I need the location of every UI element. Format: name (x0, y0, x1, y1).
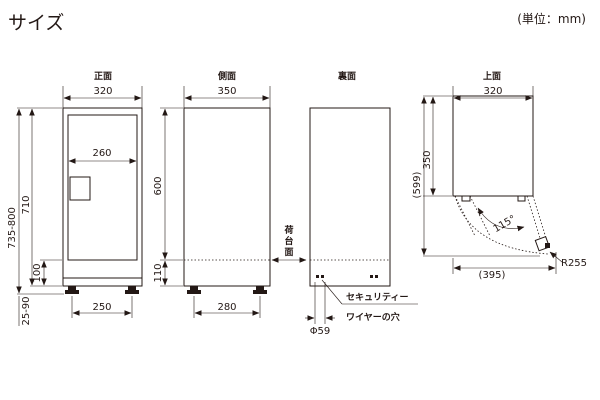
top-view: 上面 320 115° 350 (599) ( (412, 70, 587, 281)
page-title: サイズ (8, 12, 64, 34)
door-swing-arc (454, 195, 549, 255)
back-view: 裏面 荷 台 面 Φ59 セキュリティー セキュリティー ワイヤーの穴 (283, 70, 418, 337)
hole-diameter-label: Φ59 (310, 326, 331, 337)
side-leg-left (190, 286, 198, 290)
cargo-surface-char-3: 面 (284, 247, 293, 258)
front-view: 正面 320 260 250 735-800 (7, 71, 143, 326)
front-cabinet-body (62, 107, 143, 287)
radius-label: R255 (561, 258, 587, 269)
top-width-label: 320 (483, 86, 502, 97)
radius-leader (549, 251, 563, 263)
open-door-handle (534, 236, 551, 252)
front-shelf-height-label: 100 (32, 263, 43, 282)
angle-label: 115° (492, 214, 518, 236)
angle-arc (477, 207, 525, 232)
cargo-surface-char-2: 台 (284, 235, 293, 247)
front-leg-height-label: 25-90 (21, 296, 32, 325)
side-upper-height-label: 600 (153, 176, 164, 195)
side-leg-right (256, 286, 264, 290)
side-cabinet-body (183, 107, 271, 287)
side-lower-height-label: 110 (153, 263, 164, 282)
front-leg-right (128, 286, 136, 290)
security-note-leader (321, 279, 343, 305)
front-door-width-label: 260 (92, 148, 111, 159)
security-note-line-1-visible: セキュリティー (346, 292, 408, 303)
top-open-width-label: (395) (479, 270, 506, 281)
side-view-label: 側面 (217, 70, 236, 82)
security-hole-right (370, 275, 378, 278)
back-cabinet-body (309, 107, 391, 287)
front-foot-span-label: 250 (92, 302, 111, 313)
front-view-label: 正面 (94, 71, 112, 82)
top-open-depth-label: (599) (412, 171, 423, 198)
top-view-label: 上面 (483, 70, 501, 82)
security-hole-left (316, 275, 324, 278)
open-door-edge-right (532, 195, 547, 239)
back-view-label: 裏面 (337, 70, 356, 82)
side-foot-span-label: 280 (217, 302, 236, 313)
top-cabinet-body (452, 95, 534, 197)
front-lock-panel (69, 176, 91, 201)
security-note-line-2: ワイヤーの穴 (346, 311, 400, 323)
front-total-height-label: 735-800 (7, 207, 18, 249)
unit-note: (単位：mm) (517, 11, 586, 26)
front-body-height-label: 710 (21, 195, 32, 214)
top-hinge-left (461, 195, 471, 202)
top-depth-label: 350 (422, 150, 433, 169)
side-depth-label: 350 (217, 86, 236, 97)
side-view: 側面 350 280 600 110 (153, 70, 307, 318)
cargo-surface-char-1: 荷 (283, 224, 293, 236)
front-width-label: 320 (93, 86, 112, 97)
front-door (67, 114, 138, 261)
top-hinge-right (517, 195, 526, 202)
front-leg-left (68, 286, 76, 290)
open-door-edge-left (454, 195, 476, 237)
